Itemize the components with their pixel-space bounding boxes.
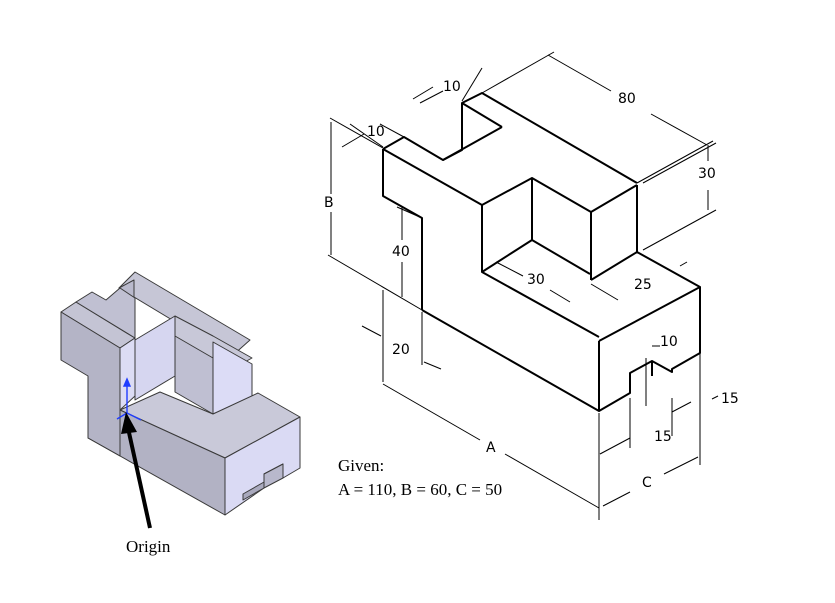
block-outline [481,205,600,338]
dim-15-bottom: 15 [654,429,672,445]
model-block-front-face [134,315,176,401]
dim-25: 25 [634,277,652,293]
dim-20: 20 [392,342,410,358]
origin-triad [116,377,142,421]
dim-10-left: 10 [367,124,385,140]
ridge-top-front-edge [382,148,483,206]
ridge-notch-edge [461,102,503,128]
shaded-3d-model [60,271,301,516]
dim-30-height: 30 [698,166,716,182]
block-top [481,177,638,213]
dim-80: 80 [618,91,636,107]
given-heading: Given: [338,456,385,475]
base-top-right [590,251,701,342]
isometric-line-drawing [382,92,701,412]
given-values: A = 110, B = 60, C = 50 [338,480,503,499]
dim-40: 40 [392,244,410,260]
dim-b: B [324,195,334,211]
ridge-notch-edge-2 [442,126,503,161]
dimension-lines [327,51,719,520]
dim-c: C [642,475,652,491]
origin-arrow [121,412,152,529]
model-bottom-slot-face [242,481,265,501]
dim-10-slot: 10 [660,334,678,350]
origin-label: Origin [126,537,171,556]
dim-30-depth: 30 [527,272,545,288]
dim-15-right: 15 [721,391,739,407]
dim-10-top: 10 [443,79,461,95]
block-floor-left [481,239,533,273]
base-right-face [598,287,701,412]
base-front [421,309,600,412]
model-base-front-face [87,409,226,516]
block-inner-floor [531,239,591,275]
model-notch-face [75,287,136,339]
dim-a: A [486,440,496,456]
